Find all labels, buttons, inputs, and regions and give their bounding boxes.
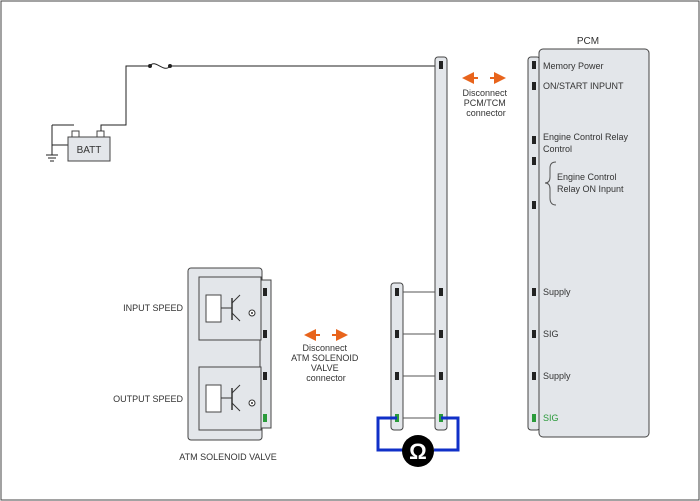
battery-feed-wire: [100, 65, 148, 131]
pin: [263, 372, 267, 380]
pcm-title: PCM: [577, 36, 599, 47]
ground-icon: [46, 154, 58, 162]
output-speed-sensor: [198, 366, 262, 431]
atm-disconnect-line4: connector: [306, 373, 346, 383]
brace-icon: [544, 161, 557, 206]
fuse-icon: [148, 63, 172, 69]
svg-text:Disconnect PCM/TCM: Disconnect PCM/TCM connector: [462, 88, 509, 118]
pcm-harness-connector: [434, 56, 448, 431]
pin: [263, 288, 267, 296]
harness-wires: [403, 291, 435, 419]
svg-text:Engine Control Relay ON: Engine Control Relay ON Inpunt: [557, 172, 624, 194]
pin: [263, 330, 267, 338]
pin-highlighted: [532, 414, 536, 422]
atm-disconnect-line2: ATM SOLENOID: [291, 353, 359, 363]
pin: [532, 372, 536, 380]
pcm-disconnect-callout: Disconnect PCM/TCM connector: [462, 72, 509, 118]
pcm-pin-on-start-input: ON/START INPUNT: [543, 81, 624, 91]
output-speed-label: OUTPUT SPEED: [113, 394, 183, 404]
input-speed-sensor: [198, 276, 262, 341]
battery-positive-terminal: [96, 130, 105, 138]
pin: [395, 288, 399, 296]
pin: [532, 136, 536, 144]
atm-disconnect-line1: Disconnect: [302, 343, 347, 353]
pin: [439, 330, 443, 338]
pin-highlighted: [263, 414, 267, 422]
pcm-disconnect-line2: PCM/TCM: [464, 98, 506, 108]
meter-lead: [434, 416, 460, 452]
battery: BATT: [46, 124, 111, 162]
atm-disconnect-callout: Disconnect ATM SOLENOID VALVE connector: [291, 329, 361, 383]
pcm-disconnect-line1: Disconnect: [462, 88, 507, 98]
pcm-disconnect-line3: connector: [466, 108, 506, 118]
battery-body: [67, 136, 111, 162]
pcm-pin-supply-2: Supply: [543, 371, 571, 381]
pin: [532, 330, 536, 338]
pcm-pin-ecr-control-line1: Engine Control Relay: [543, 132, 629, 142]
pin: [439, 372, 443, 380]
meter-lead: [376, 416, 406, 452]
ohmmeter-icon: [402, 435, 434, 467]
pcm-pin-supply-1: Supply: [543, 287, 571, 297]
pcm-pin-ecr-on-input-line1: Engine Control: [557, 172, 617, 182]
pin: [532, 61, 536, 69]
pcm-pin-ecr-on-input-line2: Relay ON Inpunt: [557, 184, 624, 194]
input-speed-label: INPUT SPEED: [123, 303, 183, 313]
pcm-pin-sig-2: SIG: [543, 413, 559, 423]
pin: [532, 288, 536, 296]
atm-valve-label: ATM SOLENOID VALVE: [179, 452, 277, 462]
pcm-pin-sig-1: SIG: [543, 329, 559, 339]
pin: [532, 157, 536, 165]
pin: [395, 330, 399, 338]
battery-label: BATT: [77, 145, 102, 156]
atm-harness-connector: [390, 282, 404, 431]
atm-solenoid-valve: INPUT SPEED OUTPUT SPEED ATM SOLENOID VA…: [113, 267, 277, 462]
svg-text:Engine Control Relay Con: Engine Control Relay Control: [543, 132, 631, 154]
ohm-symbol: Ω: [409, 439, 427, 464]
battery-negative-terminal: [71, 130, 80, 138]
ohmmeter: Ω: [376, 416, 460, 467]
pin: [532, 82, 536, 90]
atm-valve-connector: [259, 279, 272, 429]
pin: [439, 61, 443, 69]
pcm-body: [538, 48, 650, 438]
pin: [439, 288, 443, 296]
svg-text:Disconnect ATM SOLENOID: Disconnect ATM SOLENOID VALVE connector: [291, 343, 361, 383]
pcm-pin-ecr-control-line2: Control: [543, 144, 572, 154]
pin: [395, 372, 399, 380]
pcm-module: PCM Memory Power ON/START INPUNT Engine …: [527, 36, 650, 438]
pcm-pin-memory-power: Memory Power: [543, 61, 604, 71]
atm-disconnect-line3: VALVE: [311, 363, 339, 373]
pin: [532, 201, 536, 209]
